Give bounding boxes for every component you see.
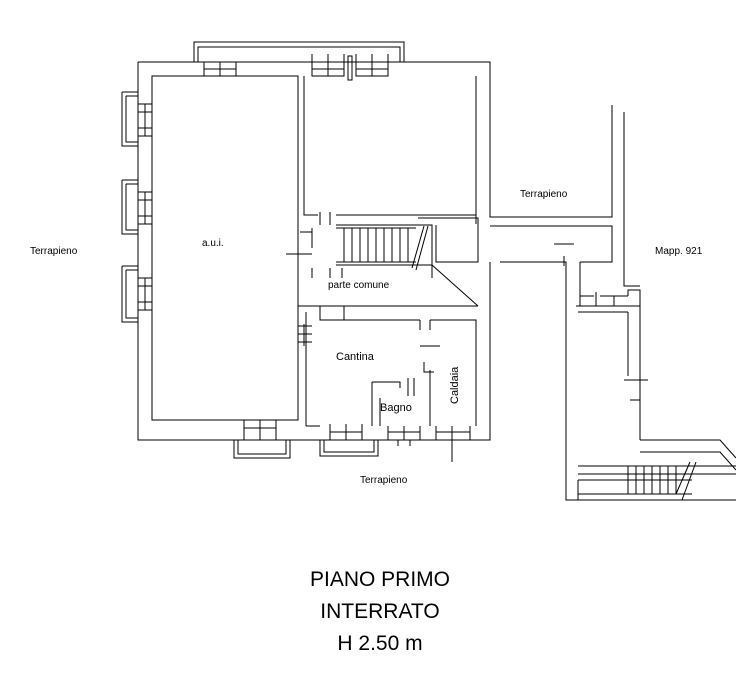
corridor-walls <box>286 228 478 307</box>
label-aui: a.u.i. <box>202 238 224 249</box>
top-projection <box>193 41 405 62</box>
bottom-windows <box>233 420 471 462</box>
exterior-stair <box>577 451 736 501</box>
outer-walls <box>137 61 613 441</box>
title-line-3: H 2.50 m <box>337 632 422 655</box>
title-line-1: PIANO PRIMO <box>310 568 450 591</box>
label-caldaia: Caldaia <box>449 366 461 404</box>
label-mappale: Mapp. 921 <box>655 246 703 257</box>
label-cantina: Cantina <box>336 351 375 363</box>
left-windows <box>121 91 153 323</box>
right-annex <box>490 105 736 501</box>
lower-rooms <box>298 306 477 427</box>
label-terrapieno-top: Terrapieno <box>520 189 568 200</box>
top-windows <box>203 54 389 81</box>
staircase <box>336 217 479 307</box>
label-bagno: Bagno <box>380 402 412 414</box>
label-terrapieno-left: Terrapieno <box>30 246 78 257</box>
title-line-2: INTERRATO <box>320 600 439 623</box>
title-block: PIANO PRIMO INTERRATO H 2.50 m <box>310 568 450 655</box>
upper-room-walls <box>303 76 476 225</box>
label-terrapieno-bottom: Terrapieno <box>360 475 408 486</box>
label-parte-comune: parte comune <box>328 280 390 291</box>
